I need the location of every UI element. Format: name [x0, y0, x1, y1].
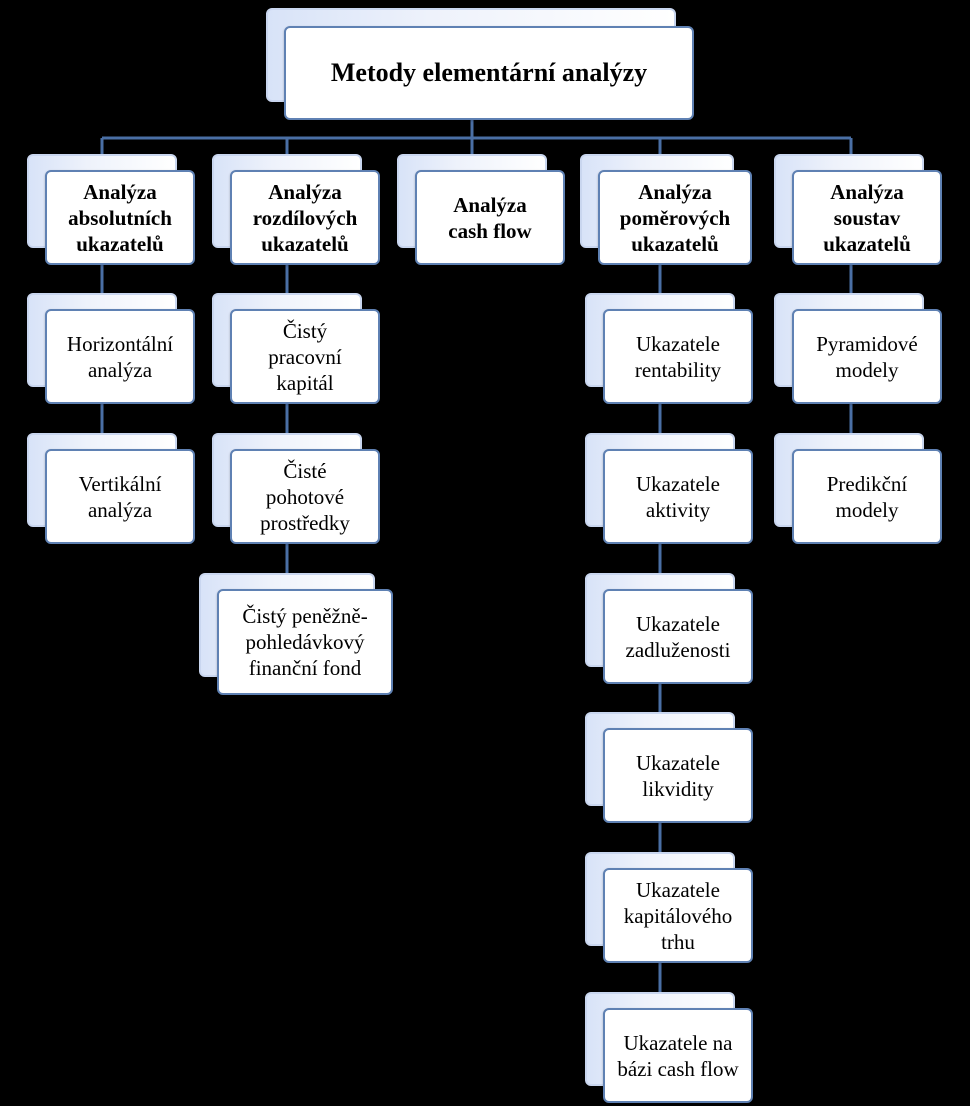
item-label: Čisté pohotové prostředky — [230, 449, 380, 544]
item-cisty-pracovni-kapital: Čistý pracovní kapitál — [212, 293, 380, 405]
item-label: Vertikální analýza — [45, 449, 195, 544]
heading-soustav: Analýza soustav ukazatelů — [774, 154, 942, 266]
item-label: Ukazatele aktivity — [603, 449, 753, 544]
item-label: Ukazatele na bázi cash flow — [603, 1008, 753, 1103]
item-pyramidove-modely: Pyramidové modely — [774, 293, 942, 405]
item-ukazatele-zadluzenosti: Ukazatele zadluženosti — [585, 573, 753, 685]
item-ukazatele-rentability: Ukazatele rentability — [585, 293, 753, 405]
item-ukazatele-aktivity: Ukazatele aktivity — [585, 433, 753, 545]
heading-label: Analýza rozdílových ukazatelů — [230, 170, 380, 265]
item-horizontalni-analyza: Horizontální analýza — [27, 293, 195, 405]
item-label: Ukazatele rentability — [603, 309, 753, 404]
item-label: Ukazatele kapitálového trhu — [603, 868, 753, 963]
heading-rozdilovych: Analýza rozdílových ukazatelů — [212, 154, 380, 266]
item-label: Čistý peněžně-pohledávkový finanční fond — [217, 589, 393, 695]
heading-label: Analýza cash flow — [415, 170, 565, 265]
item-predikcni-modely: Predikční modely — [774, 433, 942, 545]
heading-cash-flow: Analýza cash flow — [397, 154, 565, 266]
item-label: Ukazatele likvidity — [603, 728, 753, 823]
heading-absolutnich: Analýza absolutních ukazatelů — [27, 154, 195, 266]
root-title: Metody elementární analýzy — [284, 26, 694, 120]
item-label: Čistý pracovní kapitál — [230, 309, 380, 404]
item-ukazatele-likvidity: Ukazatele likvidity — [585, 712, 753, 824]
root-node: Metody elementární analýzy — [266, 8, 694, 120]
heading-label: Analýza absolutních ukazatelů — [45, 170, 195, 265]
item-label: Horizontální analýza — [45, 309, 195, 404]
item-vertikalni-analyza: Vertikální analýza — [27, 433, 195, 545]
item-ukazatele-kapitaloveho-trhu: Ukazatele kapitálového trhu — [585, 852, 753, 964]
item-ukazatele-na-bazi-cash-flow: Ukazatele na bázi cash flow — [585, 992, 753, 1104]
item-cisty-penezne-pohledavkovy-fond: Čistý peněžně-pohledávkový finanční fond — [199, 573, 393, 695]
item-ciste-pohotove-prostredky: Čisté pohotové prostředky — [212, 433, 380, 545]
item-label: Predikční modely — [792, 449, 942, 544]
heading-label: Analýza poměrových ukazatelů — [598, 170, 752, 265]
item-label: Ukazatele zadluženosti — [603, 589, 753, 684]
item-label: Pyramidové modely — [792, 309, 942, 404]
heading-label: Analýza soustav ukazatelů — [792, 170, 942, 265]
heading-pomerovych: Analýza poměrových ukazatelů — [580, 154, 752, 266]
